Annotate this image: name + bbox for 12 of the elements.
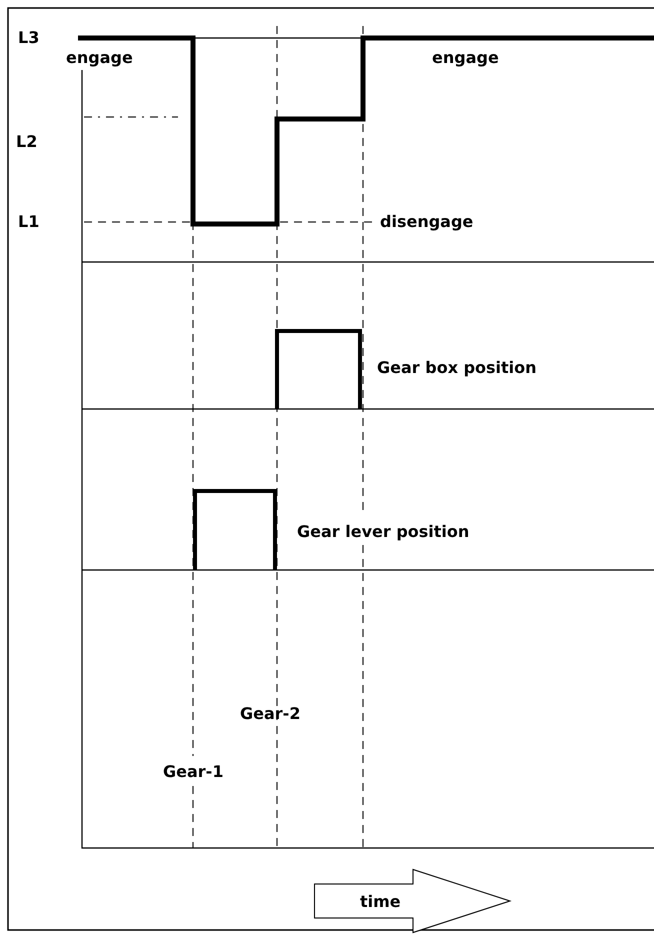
gear-label: Gear-2 (240, 704, 300, 724)
block-arrow (314, 869, 511, 933)
level-label: L2 (16, 132, 38, 152)
level-label: L1 (18, 212, 40, 232)
signal-label: Gear box position (377, 358, 537, 378)
state-label: disengage (380, 212, 474, 232)
arrow-label: time (360, 892, 401, 910)
state-label: engage (432, 48, 499, 68)
signal-label: Gear lever position (297, 522, 470, 542)
level-label: L3 (18, 28, 40, 48)
state-label: engage (66, 48, 133, 68)
gear-label: Gear-1 (163, 762, 224, 782)
